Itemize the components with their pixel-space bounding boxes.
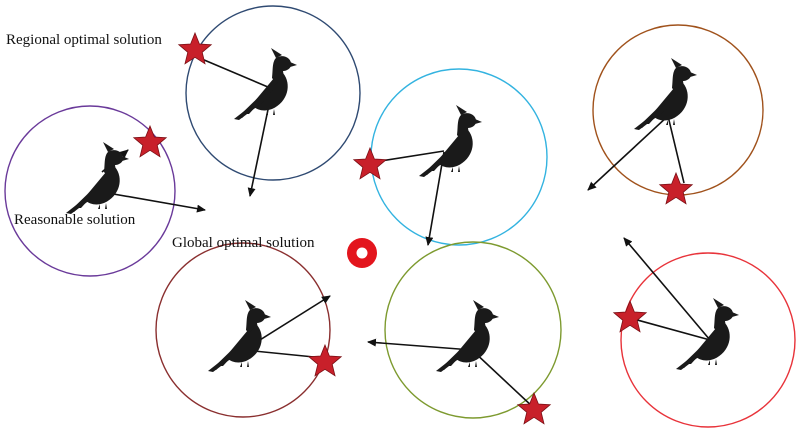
- red-circle: [620, 252, 796, 428]
- star-icon: [353, 147, 387, 180]
- arrow: [667, 115, 685, 184]
- reasonable-solution-label: Reasonable solution: [14, 212, 136, 228]
- arrow: [629, 316, 711, 341]
- arrow: [425, 151, 445, 246]
- bird-icon: [66, 142, 129, 214]
- star-icon: [659, 172, 693, 205]
- purple-circle: [4, 105, 176, 277]
- navy-circle: [185, 5, 361, 181]
- arrow: [587, 115, 669, 191]
- arrow: [623, 237, 711, 341]
- olive-circle: [384, 241, 562, 419]
- search-arrows: [101, 53, 711, 409]
- star-icon: [613, 300, 647, 333]
- star-icon: [133, 125, 167, 158]
- arrow: [247, 99, 271, 197]
- bird-icon: [234, 48, 297, 120]
- target-ring-hole: [356, 247, 368, 259]
- bird-icon: [634, 58, 697, 130]
- arrow: [367, 338, 473, 351]
- arrow: [101, 191, 206, 213]
- bird-icon: [208, 300, 271, 372]
- arrow: [471, 349, 535, 409]
- star-icon: [308, 344, 342, 377]
- regional-optimal-label: Regional optimal solution: [6, 32, 162, 48]
- maroon-circle: [155, 242, 331, 418]
- bird-icon: [419, 105, 482, 177]
- bird-icon: [436, 300, 499, 372]
- global-optimum-marker: [347, 238, 377, 268]
- global-optimal-label: Global optimal solution: [172, 235, 315, 251]
